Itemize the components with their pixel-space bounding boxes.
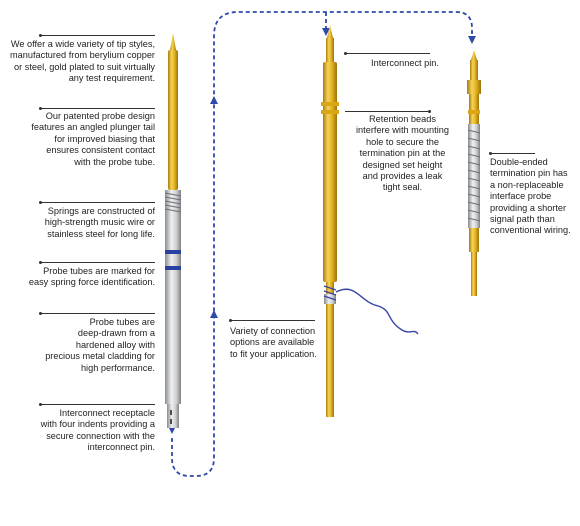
leader-line xyxy=(489,152,535,155)
callout-tubes-marked: Probe tubes are marked for easy spring f… xyxy=(28,266,155,288)
leader-line xyxy=(39,201,155,204)
arrow-down-icon xyxy=(322,28,330,36)
callout-probe-design: Our patented probe design features an an… xyxy=(31,111,155,167)
leader-line xyxy=(39,312,155,315)
callout-interconnect-pin: Interconnect pin. xyxy=(371,58,439,68)
callout-double-ended: Double-ended termination pin has a non-r… xyxy=(490,157,571,236)
callout-tip-styles: We offer a wide variety of tip styles, m… xyxy=(9,39,155,84)
arrow-down-icon xyxy=(468,36,476,44)
leader-line xyxy=(39,403,155,406)
connection-wire xyxy=(335,288,419,335)
retention-bead xyxy=(321,110,339,114)
callout-tubes-drawn: Probe tubes are deep-drawn from a harden… xyxy=(45,317,155,373)
callout-receptacle: Interconnect receptacle with four indent… xyxy=(40,408,155,453)
retention-bead xyxy=(321,102,339,106)
arrow-up-icon xyxy=(210,310,218,318)
double-ended-pin xyxy=(467,50,481,296)
callout-springs: Springs are constructed of high-strength… xyxy=(44,206,155,239)
spring-force-band xyxy=(165,266,181,270)
callout-connection-options: Variety of connection options are availa… xyxy=(230,326,317,359)
spring-force-band xyxy=(165,250,181,254)
test-probe xyxy=(164,33,182,428)
leader-line xyxy=(229,319,315,322)
leader-line xyxy=(345,110,431,113)
termination-pin xyxy=(321,25,419,417)
arrow-up-icon xyxy=(210,96,218,104)
leader-line xyxy=(344,52,430,55)
leader-line xyxy=(39,107,155,110)
callout-retention-beads: Retention beads interfere with mounting … xyxy=(356,114,449,193)
dashed-route-path xyxy=(171,11,473,477)
leader-line xyxy=(39,34,155,37)
leader-line xyxy=(39,261,155,264)
